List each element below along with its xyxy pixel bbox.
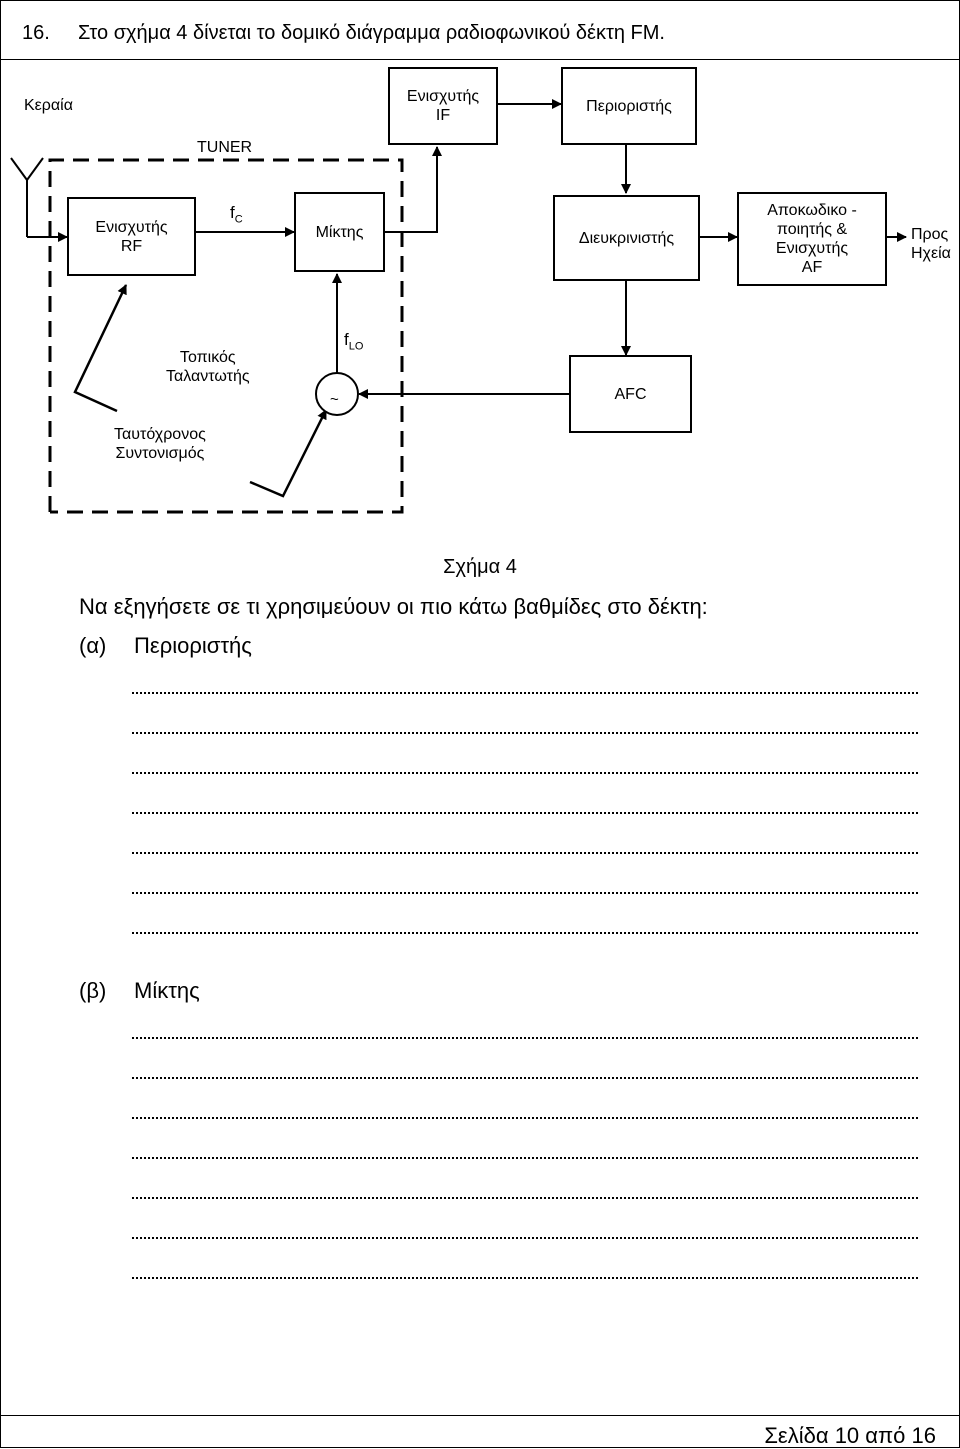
question-prompt: Να εξηγήσετε σε τι χρησιμεύουν οι πιο κά… [79,594,708,619]
question-title: 16. Στο σχήμα 4 δίνεται το δομικό διάγραμ… [22,22,665,45]
oscillator-tilde: ~ [330,391,339,408]
afc-block: AFC [569,355,692,433]
local-oscillator-label-2: Ταλαντωτής [166,368,250,385]
answer-line-a4[interactable] [132,812,918,814]
answer-line-a3[interactable] [132,772,918,774]
answer-line-a6[interactable] [132,892,918,894]
answer-line-a2[interactable] [132,732,918,734]
item-b-tag: (β) [79,978,107,1003]
local-oscillator-label-1: Τοπικός [179,349,236,366]
if-amplifier-label-2: IF [435,107,451,124]
local-oscillator-label: Τοπικός Ταλαντωτής [166,348,250,386]
to-speakers-label-2: Ηχεία [911,245,951,262]
local-oscillator-symbol [315,372,359,416]
antenna-label: Κεραία [24,97,73,114]
item-b-label: Μίκτης [134,978,200,1003]
ganged-tuning-label-1: Ταυτόχρονος [114,426,206,443]
item-a-tag: (α) [79,633,107,658]
rf-amplifier-label-1: Ενισχυτής [95,218,168,236]
item-a-label: Περιοριστής [134,633,252,658]
fc-main: f [230,203,235,222]
block-diagram [10,99,907,514]
answer-line-b4[interactable] [132,1157,918,1159]
decoder-label-4: AF [801,259,823,276]
afc-label: AFC [614,385,647,403]
rf-amplifier-label-2: RF [120,237,143,255]
page-number: Σελίδα 10 από 16 [764,1423,936,1448]
fc-label: fC [230,203,243,229]
answer-line-b7[interactable] [132,1277,918,1279]
ganged-tuning-label: Ταυτόχρονος Συντονισμός [114,425,206,463]
limiter-block: Περιοριστής [561,67,697,145]
antenna-icon [10,157,44,237]
flo-sub: LO [348,340,364,353]
if-amplifier-label-1: Ενισχυτής [406,88,480,105]
to-speakers-label-1: Προς [911,226,949,243]
fc-sub: C [234,213,243,226]
flo-label: fLO [344,330,363,356]
item-a: (α) Περιοριστής [79,633,252,659]
decoder-label-3: Ενισχυτής [775,240,849,257]
discriminator-block: Διευκρινιστής [553,195,700,281]
header-divider [0,59,960,60]
answer-line-b6[interactable] [132,1237,918,1239]
question-text: Στο σχήμα 4 δίνεται το δομικό διάγραμμα … [78,22,665,44]
tuner-boundary [48,158,404,514]
footer-divider [0,1415,960,1416]
mixer-block: Μίκτης [294,192,385,272]
tuner-label: TUNER [197,139,253,156]
mixer-if-line [385,146,442,233]
discriminator-label: Διευκρινιστής [578,229,675,247]
answer-line-a1[interactable] [132,692,918,694]
answer-line-a7[interactable] [132,932,918,934]
ganged-tuning-arrow-rf [73,284,128,413]
item-b: (β) Μίκτης [79,978,200,1004]
figure-caption: Σχήμα 4 [443,556,517,578]
answer-line-b1[interactable] [132,1037,918,1039]
question-number: 16. [22,22,50,44]
limiter-label: Περιοριστής [586,97,672,115]
ganged-tuning-arrow-osc [249,409,328,498]
to-speakers-label: Προς Ηχεία [911,225,951,263]
decoder-af-amplifier-block: Αποκωδικο - ποιητής & Ενισχυτής AF [737,192,887,286]
answer-line-a5[interactable] [132,852,918,854]
answer-line-b2[interactable] [132,1077,918,1079]
decoder-label-2: ποιητής & [776,221,848,238]
answer-line-b5[interactable] [132,1197,918,1199]
ganged-tuning-label-2: Συντονισμός [115,445,205,462]
decoder-label-1: Αποκωδικο - [767,202,857,219]
answer-line-b3[interactable] [132,1117,918,1119]
mixer-label: Μίκτης [315,223,364,241]
flo-main: f [344,330,349,349]
